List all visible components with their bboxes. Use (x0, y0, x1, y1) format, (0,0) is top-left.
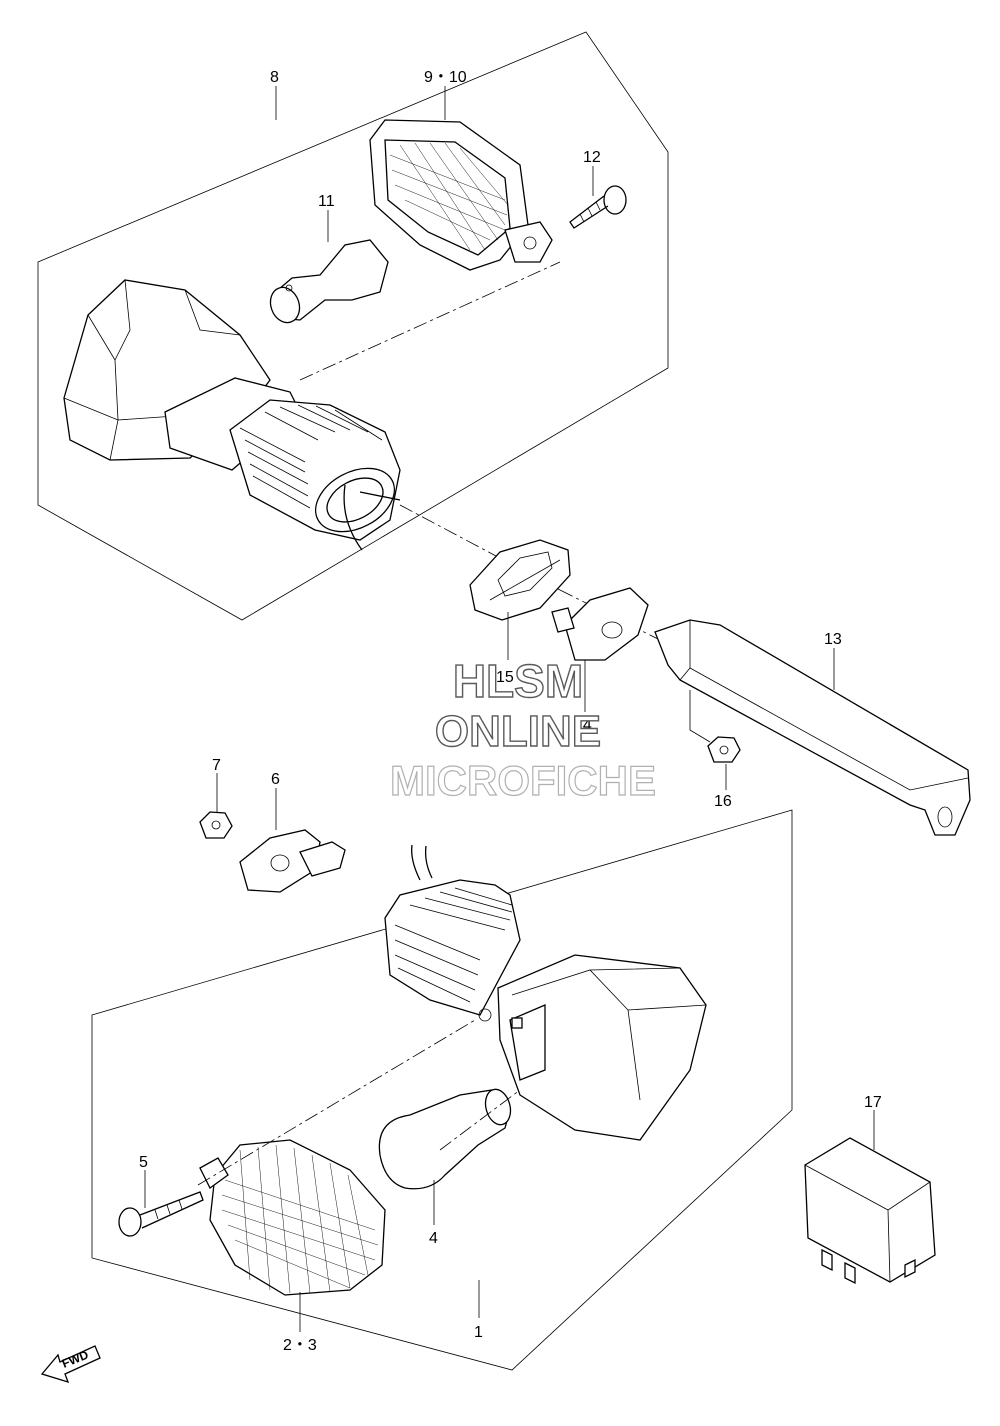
callout-1: 1 (474, 1324, 483, 1341)
lower-bulb (378, 1088, 512, 1190)
watermark-line-2: ONLINE (435, 707, 601, 756)
callout-2-3: 2・3 (283, 1337, 317, 1354)
upper-lamp-housing (63, 279, 401, 551)
forward-direction-indicator: FWD (40, 1345, 101, 1384)
callout-5: 5 (139, 1154, 148, 1171)
lower-lens-screw (118, 1191, 204, 1237)
upper-turn-signal-assembly (37, 31, 669, 641)
upper-bulb (269, 239, 389, 324)
callout-17: 17 (864, 1094, 882, 1111)
callout-13: 13 (824, 631, 842, 648)
fwd-arrow-icon (40, 1345, 101, 1384)
callout-15: 15 (496, 669, 514, 686)
upper-lens-screw (569, 185, 627, 229)
watermark-line-3: MICROFICHE (390, 757, 656, 804)
callout-6: 6 (271, 771, 280, 788)
callout-16: 16 (714, 793, 732, 810)
callout-4: 4 (429, 1230, 438, 1247)
callout-labels: 8 9・10 11 12 13 15 14 16 7 6 17 5 4 2・3 … (139, 69, 882, 1354)
assembly-1-outline (91, 809, 793, 1371)
callout-8: 8 (270, 69, 279, 86)
grommet (469, 539, 571, 621)
upper-lens (369, 119, 553, 271)
nut-7 (199, 811, 233, 839)
callout-9-10: 9・10 (424, 69, 467, 86)
lower-mounting-plate (239, 829, 346, 893)
turn-signal-relay (804, 1137, 936, 1285)
nut-16 (689, 690, 741, 763)
leader-lines (144, 86, 875, 1332)
mounting-bracket (654, 619, 971, 836)
callout-12: 12 (583, 149, 601, 166)
lower-lamp-housing (384, 844, 707, 1141)
lower-lens (199, 1139, 386, 1296)
callout-14: 14 (574, 717, 592, 734)
callout-11: 11 (318, 193, 335, 210)
assembly-8-outline (37, 31, 669, 621)
watermark-line-1: HLSM (453, 655, 583, 707)
watermark: HLSM ONLINE MICROFICHE (389, 654, 656, 804)
mounting-plate (551, 587, 649, 661)
lower-turn-signal-assembly (91, 809, 793, 1371)
callout-7: 7 (212, 757, 221, 774)
